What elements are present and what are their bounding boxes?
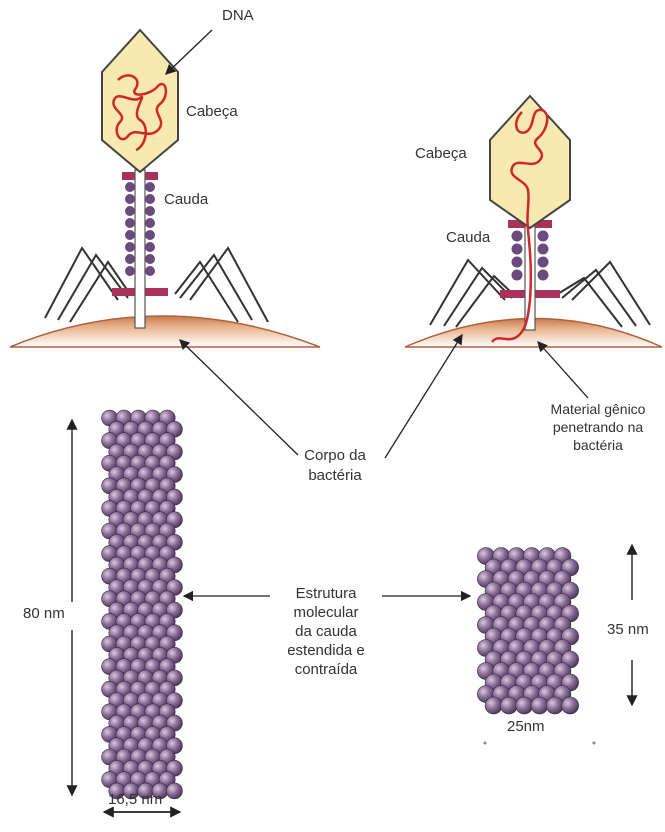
head-label-right: Cabeça bbox=[415, 144, 467, 163]
genetic-material-label: Material gênico penetrando na bactéria bbox=[530, 400, 665, 454]
bacterial-surface-left bbox=[10, 316, 320, 347]
extended-tail-structure bbox=[102, 410, 183, 799]
dna-arrow bbox=[166, 30, 212, 74]
protein-subunit-sphere bbox=[485, 697, 502, 714]
protein-subunit-sphere bbox=[546, 697, 563, 714]
tail-structure-line: molecular bbox=[268, 603, 384, 622]
genetic-material-line: penetrando na bbox=[530, 418, 665, 436]
dna-label: DNA bbox=[222, 6, 254, 25]
genetic-material-line: Material gênico bbox=[530, 400, 665, 418]
bacterial-body-label: Corpo da bactéria bbox=[290, 446, 380, 486]
mark-dot bbox=[593, 742, 596, 745]
bacterial-body-line: bactéria bbox=[290, 466, 380, 486]
length-contracted-label: 35 nm bbox=[607, 620, 649, 639]
protein-subunit-sphere bbox=[562, 697, 579, 714]
head-capsid-right bbox=[490, 96, 570, 228]
head-label-left: Cabeça bbox=[186, 102, 238, 121]
bacteria-arrow-left bbox=[180, 340, 298, 455]
tail-structure-line: da cauda bbox=[268, 622, 384, 641]
protein-subunit-sphere bbox=[166, 783, 182, 799]
contracted-tail-structure bbox=[477, 548, 578, 715]
tail-structure-line: Estrutura bbox=[268, 584, 384, 603]
genetic-material-arrow bbox=[538, 342, 588, 398]
phage-left bbox=[45, 30, 268, 328]
tail-fibers-left bbox=[45, 248, 268, 322]
tail-tube-left bbox=[135, 170, 145, 328]
mark-dot bbox=[484, 742, 487, 745]
protein-subunit-sphere bbox=[516, 697, 533, 714]
bacterial-body-line: Corpo da bbox=[290, 446, 380, 466]
tail-structure-line: contraída bbox=[268, 660, 384, 679]
tail-label-right: Cauda bbox=[446, 228, 490, 247]
protein-subunit-sphere bbox=[500, 697, 517, 714]
genetic-material-line: bactéria bbox=[530, 436, 665, 454]
tail-structure-line: estendida e bbox=[268, 641, 384, 660]
tail-label-left: Cauda bbox=[164, 190, 208, 209]
width-extended-label: 16,5 nm bbox=[108, 790, 162, 809]
width-contracted-label: 25nm bbox=[507, 717, 545, 736]
protein-subunit-sphere bbox=[531, 697, 548, 714]
bacteria-arrow-right bbox=[385, 335, 462, 458]
tail-structure-label: Estrutura molecular da cauda estendida e… bbox=[268, 584, 384, 679]
length-extended-label: 80 nm bbox=[22, 604, 66, 623]
phage-right bbox=[430, 96, 650, 342]
